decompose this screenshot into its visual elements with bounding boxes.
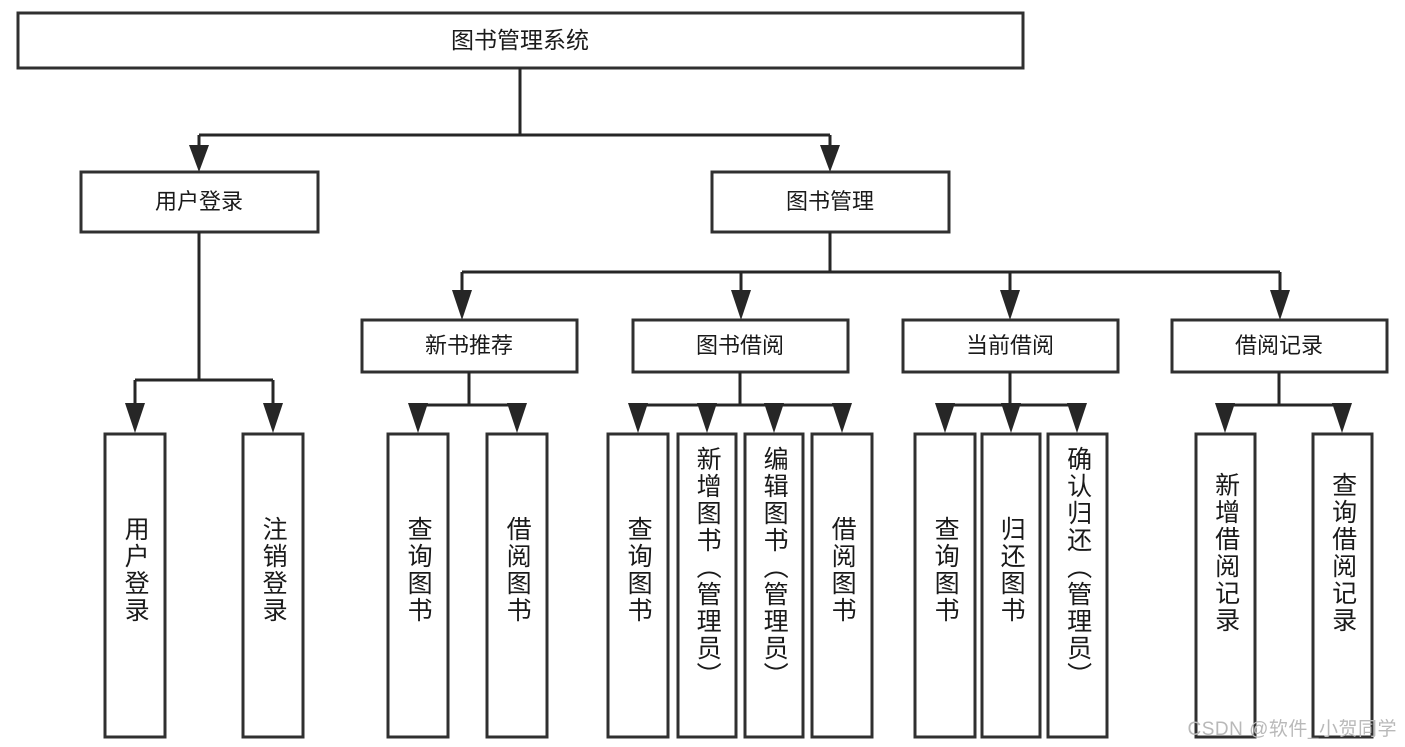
leaf-box-user-login[interactable] [103,432,167,739]
root-box[interactable] [16,11,1025,70]
arrowhead-leaf-query-book-3 [935,403,955,433]
node-new-book-recommend[interactable]: 新书推荐 [360,318,579,374]
watermark-text: CSDN @软件_小贺同学 [1187,719,1397,740]
node-current-borrow[interactable]: 当前借阅 [901,318,1120,374]
arrowhead-leaf-edit-book [764,403,784,433]
leaf-box-query-record[interactable] [1311,432,1374,739]
book-borrow-box[interactable] [631,318,850,374]
node-book-borrow[interactable]: 图书借阅 [631,318,850,374]
arrowhead-leaf-logout-login [263,403,283,433]
arrowhead-current-borrow [1000,290,1020,320]
new-book-recommend-box[interactable] [360,318,579,374]
arrowhead-leaf-confirm-return [1067,403,1087,433]
book-management-label: 图书管理 [786,189,874,214]
arrowhead-leaf-query-book-1 [408,403,428,433]
user-login-label: 用户登录 [155,189,243,214]
node-borrow-record[interactable]: 借阅记录 [1170,318,1389,374]
arrowhead-new-book-recommend [452,290,472,320]
arrowhead-user-login [189,145,209,172]
arrowhead-book-borrow [731,290,751,320]
borrow-record-label: 借阅记录 [1235,333,1323,358]
book-borrow-label: 图书借阅 [696,333,784,358]
leaf-box-query-book-3[interactable] [913,432,977,739]
leaf-box-add-record[interactable] [1194,432,1257,739]
arrowhead-leaf-query-book-2 [628,403,648,433]
leaf-box-query-book-2[interactable] [606,432,670,739]
node-book-management[interactable]: 图书管理 [710,170,951,234]
arrowhead-leaf-query-record [1332,403,1352,433]
arrowhead-borrow-record [1270,290,1290,320]
book-management-box[interactable] [710,170,951,234]
leaf-box-edit-book[interactable] [743,432,805,739]
leaf-box-return-book[interactable] [980,432,1042,739]
current-borrow-box[interactable] [901,318,1120,374]
arrowhead-leaf-borrow-book-1 [507,403,527,433]
leaf-box-confirm-return[interactable] [1046,432,1109,739]
arrowhead-leaf-return-book [1001,403,1021,433]
node-root[interactable]: 图书管理系统 [16,11,1025,70]
current-borrow-label: 当前借阅 [966,333,1054,358]
new-book-recommend-label: 新书推荐 [425,333,513,358]
leaf-box-logout-login[interactable] [241,432,305,739]
leaf-box-borrow-book-1[interactable] [485,432,549,739]
arrowhead-leaf-borrow-book-2 [832,403,852,433]
leaf-box-add-book[interactable] [676,432,738,739]
arrowhead-leaf-user-login [125,403,145,433]
arrowhead-leaf-add-record [1215,403,1235,433]
arrowhead-book-management [820,145,840,172]
node-user-login[interactable]: 用户登录 [79,170,320,234]
leaf-box-borrow-book-2[interactable] [810,432,874,739]
leaf-box-query-book-1[interactable] [386,432,450,739]
root-label: 图书管理系统 [451,27,589,53]
borrow-record-box[interactable] [1170,318,1389,374]
arrowhead-leaf-add-book [697,403,717,433]
